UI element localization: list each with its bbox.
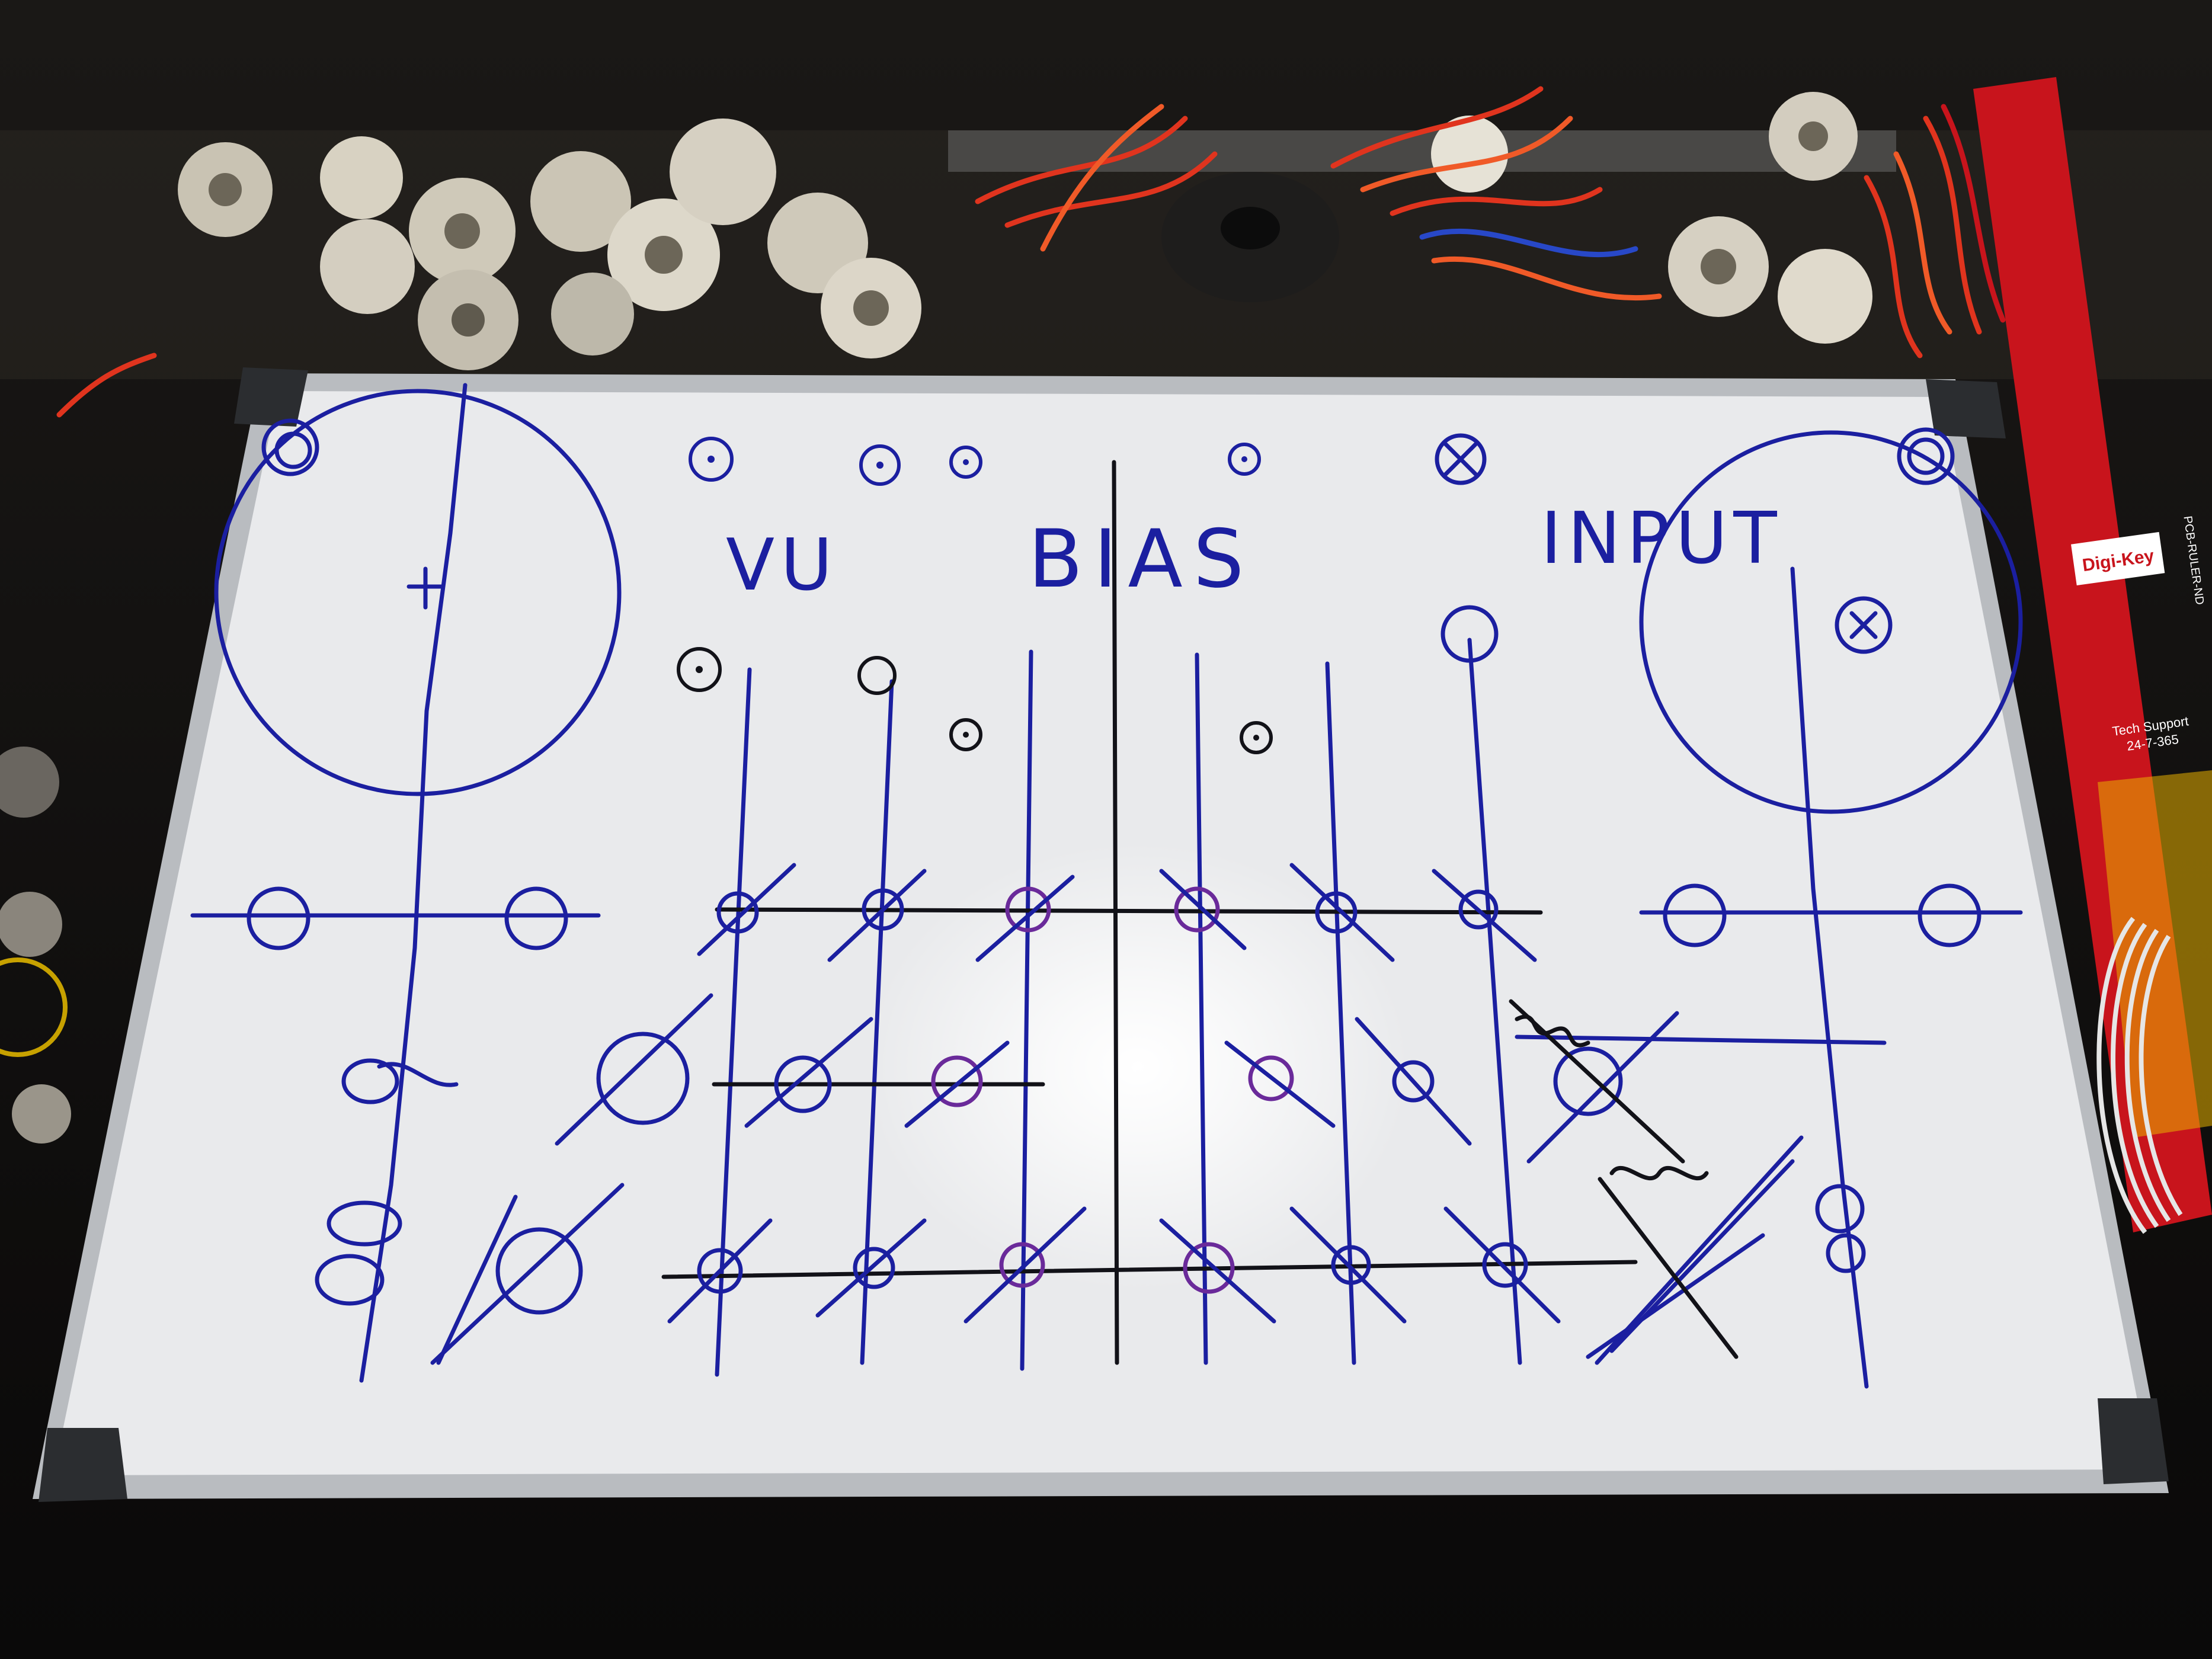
corner-clip-tr <box>1926 379 2006 438</box>
white-wire-coil <box>2096 917 2183 1234</box>
corner-clip-tl <box>234 367 308 427</box>
bias-grid <box>661 460 1739 1365</box>
parts-left-edge <box>0 747 71 1144</box>
label-vu: VU <box>726 524 838 607</box>
black-buzzer <box>1161 172 1339 302</box>
wires <box>56 86 2006 418</box>
handwritten-labels: VU BIAS INPUT <box>726 498 1783 607</box>
marker-dots <box>677 437 1273 754</box>
label-input: INPUT <box>1541 498 1783 580</box>
tube-sockets-right <box>1431 92 1872 344</box>
tube-sockets-cluster <box>178 118 921 370</box>
metal-rail <box>948 130 1896 172</box>
blue-ink-sketch <box>190 383 2023 1389</box>
label-bias: BIAS <box>1028 513 1254 606</box>
corner-clip-bl <box>39 1428 127 1502</box>
whiteboard <box>33 367 2169 1502</box>
ruler-logo-box <box>2071 531 2165 586</box>
light-glare <box>865 841 1410 1292</box>
corner-clip-br <box>2098 1398 2169 1484</box>
